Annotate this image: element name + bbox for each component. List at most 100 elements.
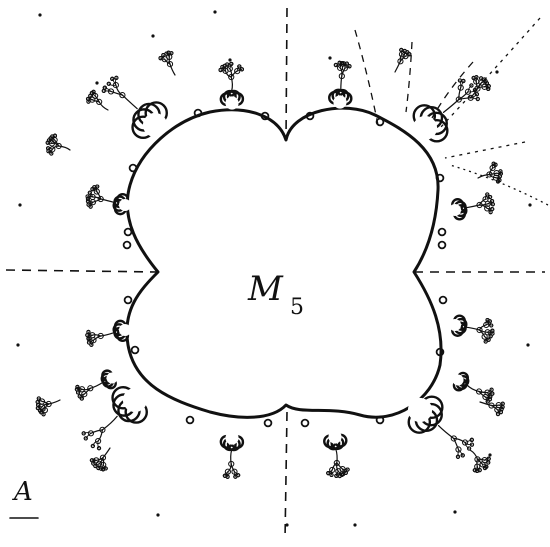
filament-tip xyxy=(329,472,334,478)
filament-tip xyxy=(95,184,100,189)
filament-branch xyxy=(121,94,138,110)
filament-branch xyxy=(327,469,333,474)
boundary-bulb xyxy=(437,227,447,237)
filament-branch xyxy=(478,204,488,209)
filament-branch xyxy=(100,332,115,337)
filament-branch xyxy=(94,95,100,103)
filament-branch xyxy=(230,76,233,92)
filament-branch xyxy=(89,381,104,389)
filament-branch xyxy=(485,323,492,326)
scatter-dot xyxy=(228,58,232,62)
filament-branch xyxy=(227,463,232,473)
boundary-bulb xyxy=(193,108,203,118)
filament-branch xyxy=(331,462,338,471)
filament-tip xyxy=(475,96,480,102)
filament-tip xyxy=(466,446,472,451)
filament-branch xyxy=(485,196,491,200)
filament-branch xyxy=(236,68,243,72)
filament-tree xyxy=(35,396,61,417)
filament-tip xyxy=(114,75,119,81)
boundary-bulb xyxy=(263,418,273,428)
filament-tree xyxy=(469,449,491,474)
scatter-dot xyxy=(18,203,22,207)
bulb-core xyxy=(407,397,433,423)
filament-tip xyxy=(486,337,491,342)
filament-tip xyxy=(85,96,91,102)
filament-branch xyxy=(168,56,171,65)
filament-tip xyxy=(225,62,230,67)
filament-tip xyxy=(79,396,84,401)
filament-tip xyxy=(77,394,82,399)
filament-tip xyxy=(483,339,488,344)
scatter-dot xyxy=(526,343,530,347)
filament-tree xyxy=(74,381,104,401)
boundary-bulb xyxy=(375,117,385,127)
scatter-dot xyxy=(151,34,155,38)
filament-branch xyxy=(484,194,488,200)
filament-branch xyxy=(488,173,497,179)
flower-bulb xyxy=(219,89,245,110)
filament-tip xyxy=(91,89,96,94)
filament-tip xyxy=(498,410,504,415)
filament-tree xyxy=(101,75,138,110)
filament-branch xyxy=(478,390,486,398)
minibrot-node xyxy=(482,393,489,401)
filament-branch xyxy=(336,462,339,472)
filament-branch xyxy=(101,415,118,431)
boundary-bulb xyxy=(437,240,447,250)
filament-branch xyxy=(79,393,85,397)
set-label-main: M xyxy=(247,269,284,309)
vertical-axis-top xyxy=(285,7,288,141)
boundary-bulb xyxy=(122,240,132,250)
filament-branch xyxy=(94,463,100,467)
minibrot-node xyxy=(476,326,483,334)
filament-branch xyxy=(108,83,117,86)
bulb-core xyxy=(448,203,462,217)
filament-branch xyxy=(115,84,123,96)
filament-tree xyxy=(479,401,505,417)
filament-tree xyxy=(477,161,503,184)
filament-branch xyxy=(47,147,53,150)
boundary-bulb xyxy=(305,111,315,121)
filament-tip xyxy=(484,81,490,86)
filament-branch xyxy=(488,172,498,176)
filament-tree xyxy=(81,415,118,451)
filament-branch xyxy=(335,470,339,477)
filament-tip xyxy=(96,465,101,471)
filament-branch xyxy=(486,207,492,213)
bulb-core xyxy=(333,95,347,109)
minibrot-node xyxy=(97,195,104,203)
filament-branch xyxy=(484,459,489,463)
boundary-bulb xyxy=(438,295,448,305)
scattered-dots xyxy=(16,10,532,527)
filament-branch xyxy=(496,409,499,415)
flower-bulb xyxy=(111,385,148,424)
filament-tip xyxy=(334,473,339,478)
filament-branch xyxy=(464,439,473,443)
flower-bulb xyxy=(407,395,444,434)
minibrot-node xyxy=(329,466,336,474)
filament-branch xyxy=(88,331,93,336)
filament-tree xyxy=(465,317,495,344)
filament-tree xyxy=(442,78,480,113)
filament-tip xyxy=(472,468,477,473)
filament-branch xyxy=(229,68,233,78)
filament-branch xyxy=(81,387,91,391)
filament-branch xyxy=(495,177,499,182)
set-label: M 5 xyxy=(247,269,304,320)
main-cardioid-outline xyxy=(125,106,443,419)
filament-branch xyxy=(465,204,481,209)
flower-bulb xyxy=(452,371,470,392)
minibrot-node xyxy=(335,468,342,475)
filament-branch xyxy=(162,54,166,60)
filament-branch xyxy=(88,338,94,341)
filament-tip xyxy=(101,467,106,472)
filament-branch xyxy=(475,80,479,90)
flower-bulb xyxy=(112,192,132,216)
filament-branch xyxy=(91,334,102,337)
filament-tip xyxy=(83,436,88,441)
filament-tree xyxy=(466,384,495,404)
bulb-core xyxy=(118,323,132,337)
filament-tip xyxy=(486,86,491,92)
filament-tip xyxy=(500,404,505,410)
